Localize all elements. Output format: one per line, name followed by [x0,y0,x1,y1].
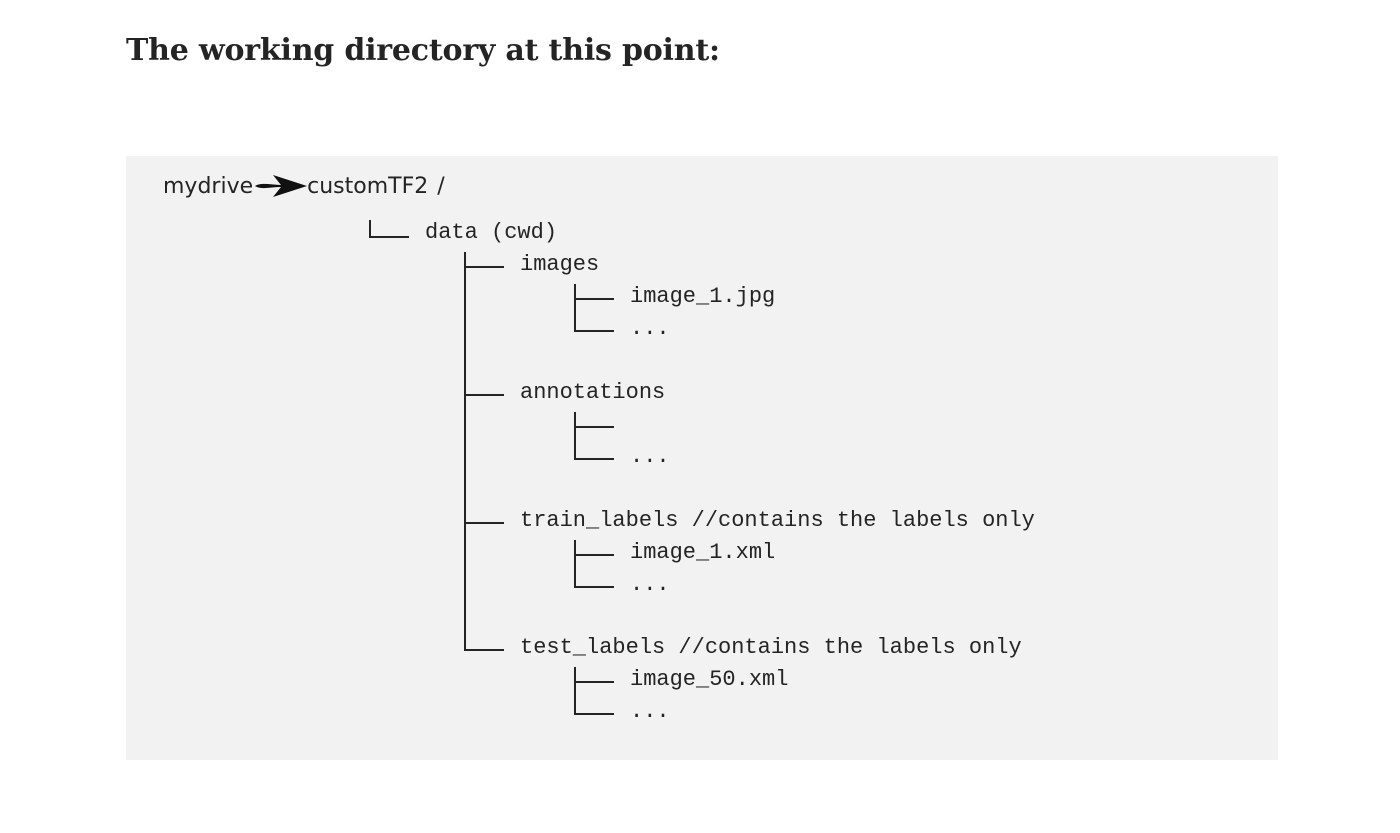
tree-connector-line [464,649,504,651]
tree-connector-line [574,298,614,300]
tree-node-test-labels: test_labels //contains the labels only [520,635,1022,660]
tree-connector-line [574,667,576,715]
tree-node-image-1-xml: image_1.xml [630,540,776,565]
tree-node-ellipsis: ... [630,699,670,724]
tree-connector-line [464,394,504,396]
tree-connector-line [574,284,576,332]
right-arrow-icon [255,175,308,197]
tree-connector-line [574,330,614,332]
tree-connector-line [464,266,504,268]
tree-connector-line [574,681,614,683]
tree-connector-line [574,554,614,556]
path-root: mydrive [163,173,254,199]
tree-node-ellipsis: ... [630,572,670,597]
tree-node-ellipsis: ... [630,444,670,469]
tree-node-image-50-xml: image_50.xml [630,667,789,692]
tree-connector-line [574,458,614,460]
tree-connector-line [574,540,576,588]
tree-node-ellipsis: ... [630,316,670,341]
tree-connector-line [464,252,466,650]
tree-node-image-1-jpg: image_1.jpg [630,284,776,309]
tree-connector-line [574,713,614,715]
directory-tree-panel: mydrive customTF2 / data (cwd) images im… [126,156,1278,760]
tree-connector-line [574,586,614,588]
tree-connector-line [574,426,614,428]
tree-connector-line [574,412,576,460]
path-breadcrumb: mydrive customTF2 / [163,170,445,202]
path-separator: / [437,173,445,199]
tree-node-images: images [520,252,600,277]
tree-node-train-labels: train_labels //contains the labels only [520,508,1035,533]
page-heading: The working directory at this point: [126,33,720,68]
tree-connector-line [464,522,504,524]
tree-connector-line [369,220,371,238]
path-project: customTF2 [307,173,429,199]
tree-connector-line [369,236,409,238]
tree-node-data: data (cwd) [425,220,558,245]
tree-node-annotations: annotations [520,380,666,405]
